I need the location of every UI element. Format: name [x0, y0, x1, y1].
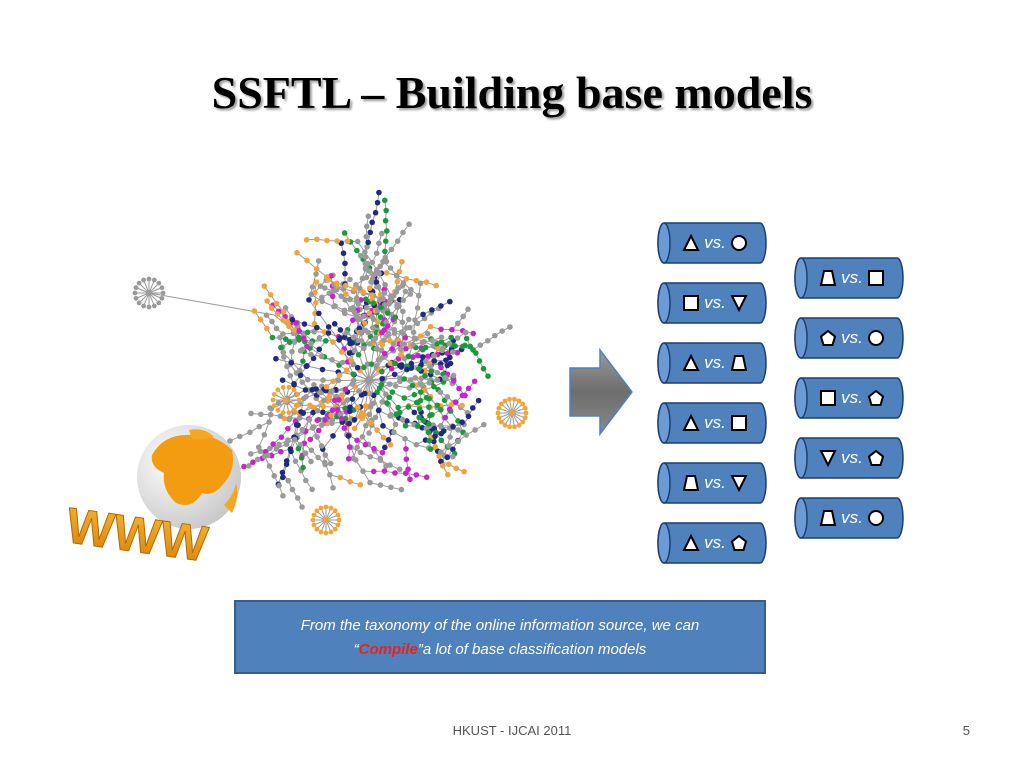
vs-label: vs.: [704, 413, 726, 432]
model-pill: vs.: [656, 401, 768, 445]
triangle-icon: [682, 414, 700, 431]
compile-highlight: Compile: [358, 641, 418, 658]
pentagon-icon: [867, 449, 885, 466]
vs-label: vs.: [704, 233, 726, 252]
model-pill: vs.: [656, 221, 768, 265]
model-pill: vs.: [793, 376, 905, 420]
vs-label: vs.: [704, 293, 726, 312]
model-pill: vs.: [656, 341, 768, 385]
model-pill: vs.: [793, 256, 905, 300]
square-icon: [867, 270, 884, 286]
circle-icon: [867, 330, 884, 346]
square-icon: [683, 295, 700, 311]
square-icon: [820, 390, 837, 406]
globe-icon: [137, 425, 241, 529]
vs-label: vs.: [704, 473, 726, 492]
model-pill: vs.: [793, 496, 905, 540]
callout-line1: From the taxonomy of the online informat…: [300, 617, 700, 634]
vs-label: vs.: [841, 388, 863, 407]
pentagon-icon: [867, 389, 885, 406]
vs-label: vs.: [841, 448, 863, 467]
callout-line2-text: a lot of base classification models: [422, 641, 647, 658]
footer-text: HKUST - IJCAI 2011: [452, 723, 572, 738]
pentagon-icon: [730, 534, 748, 551]
triangle-icon: [682, 534, 700, 551]
page-number: 5: [962, 723, 970, 738]
trapezoid-icon: [682, 475, 700, 491]
model-pill: vs.: [793, 316, 905, 360]
triangle-down-icon: [730, 295, 748, 312]
triangle-icon: [682, 234, 700, 251]
quote-close: ”: [417, 641, 423, 658]
square-icon: [730, 415, 747, 431]
triangle-down-icon: [819, 450, 837, 467]
vs-label: vs.: [704, 353, 726, 372]
vs-label: vs.: [841, 268, 863, 287]
trapezoid-icon: [730, 355, 748, 371]
model-pill: vs.: [656, 281, 768, 325]
vs-label: vs.: [841, 508, 863, 527]
callout-box: From the taxonomy of the online informat…: [234, 600, 766, 674]
quote-open: “: [353, 641, 359, 658]
right-arrow-icon: [569, 348, 633, 436]
vs-label: vs.: [704, 533, 726, 552]
model-pill: vs.: [656, 461, 768, 505]
pentagon-icon: [819, 329, 837, 346]
trapezoid-icon: [819, 270, 837, 286]
circle-icon: [867, 510, 884, 526]
network-taxonomy-graph: WWW: [64, 189, 529, 573]
triangle-icon: [682, 354, 700, 371]
model-pill: vs.: [656, 521, 768, 565]
vs-label: vs.: [841, 328, 863, 347]
slide-title: SSFTL – Building base models: [211, 67, 813, 118]
triangle-down-icon: [730, 475, 748, 492]
circle-icon: [730, 235, 747, 251]
trapezoid-icon: [819, 510, 837, 526]
callout-line2: “Compile”a lot of base classification mo…: [236, 638, 764, 662]
model-pill: vs.: [793, 436, 905, 480]
